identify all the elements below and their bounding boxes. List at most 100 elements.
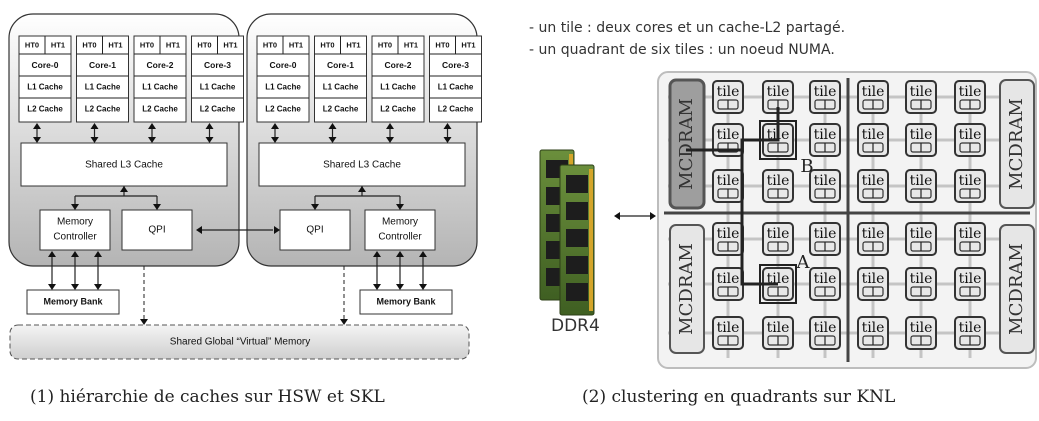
tile: tile bbox=[712, 169, 744, 203]
core-l3-arrow-head-top bbox=[328, 123, 337, 129]
mcdram-box bbox=[669, 224, 705, 354]
request-path bbox=[740, 107, 780, 286]
tile: tile bbox=[954, 316, 986, 350]
tile-label: tile bbox=[910, 127, 933, 143]
tile-label: tile bbox=[910, 320, 933, 336]
thread-label: HT1 bbox=[404, 40, 418, 49]
tile-label: tile bbox=[814, 271, 837, 287]
core-l3-arrow-head-bottom bbox=[271, 137, 279, 143]
tile-box bbox=[905, 316, 937, 350]
mcdram-box bbox=[668, 78, 706, 210]
core-l3-arrow-head-bottom bbox=[205, 137, 214, 143]
tile-label: tile bbox=[767, 84, 790, 100]
tile-box bbox=[809, 222, 841, 256]
tile-box bbox=[809, 267, 841, 301]
memory-channel-arrow-head-top bbox=[48, 251, 56, 257]
tile-box bbox=[857, 222, 889, 256]
tile-box bbox=[762, 169, 794, 203]
l3-bus-head bbox=[153, 204, 161, 210]
memory-bank-box bbox=[359, 289, 453, 315]
qpi-link-head-right bbox=[274, 226, 280, 234]
tile: tile bbox=[809, 123, 841, 157]
l1-cache-label: L1 Cache bbox=[200, 83, 236, 92]
mcdram-label: MCDRAM bbox=[1006, 243, 1027, 335]
tile-label: tile bbox=[814, 173, 837, 189]
thread-label: HT0 bbox=[82, 40, 96, 49]
thread-label: HT0 bbox=[197, 40, 211, 49]
tile-box bbox=[954, 267, 986, 301]
ddr4-chip bbox=[566, 283, 588, 301]
core-label: Core-0 bbox=[270, 60, 297, 70]
tile-label: tile bbox=[814, 226, 837, 242]
tile: tile bbox=[857, 123, 889, 157]
l3-bus-head bbox=[358, 186, 366, 192]
tile-box bbox=[905, 123, 937, 157]
l3-cache-label: Shared L3 Cache bbox=[85, 160, 163, 171]
ddr4-link-head-right bbox=[650, 212, 656, 220]
l2-cache-label: L2 Cache bbox=[438, 105, 474, 114]
tile: tile bbox=[905, 222, 937, 256]
l1-cache-label: L1 Cache bbox=[27, 83, 63, 92]
caption-right: (2) clustering en quadrants sur KNL bbox=[582, 387, 896, 407]
tile-label: tile bbox=[717, 127, 740, 143]
thread-label: HT1 bbox=[223, 40, 237, 49]
tile: tile bbox=[857, 222, 889, 256]
virtual-memory-link-head bbox=[340, 319, 348, 325]
core-label: Core-0 bbox=[32, 60, 59, 70]
core-l3-arrow-head-top bbox=[271, 123, 279, 129]
memory-channel-arrow-head-bottom bbox=[396, 284, 404, 290]
l3-bus-head bbox=[120, 186, 128, 192]
tile: tile bbox=[857, 169, 889, 203]
memory-channel-arrow-head-bottom bbox=[94, 284, 102, 290]
thread-label: HT0 bbox=[378, 40, 392, 49]
thread-label: HT0 bbox=[140, 40, 154, 49]
l1-cache-label: L1 Cache bbox=[265, 83, 301, 92]
core-l3-arrow-head-top bbox=[205, 123, 214, 129]
qpi-label: QPI bbox=[148, 225, 165, 236]
memory-bank-label: Memory Bank bbox=[376, 296, 436, 306]
tile-box bbox=[954, 316, 986, 350]
core-l3-arrow-head-bottom bbox=[328, 137, 337, 143]
core-l3-arrow-head-bottom bbox=[443, 137, 452, 143]
marker-label-b: B bbox=[800, 156, 813, 177]
ddr4-contacts bbox=[589, 169, 593, 311]
ddr4-chip bbox=[566, 202, 588, 220]
tile-box bbox=[857, 316, 889, 350]
core-label: Core-3 bbox=[442, 60, 469, 70]
tile: tile bbox=[954, 123, 986, 157]
core-label: Core-3 bbox=[204, 60, 231, 70]
l3-cache-box bbox=[258, 142, 466, 187]
qpi-box bbox=[121, 209, 193, 251]
tile-box bbox=[712, 80, 744, 114]
tile-box bbox=[857, 123, 889, 157]
l3-bus-head bbox=[311, 204, 319, 210]
tile: tile bbox=[712, 80, 744, 114]
memory-controller-label: Memory bbox=[57, 217, 93, 228]
core-label: Core-1 bbox=[89, 60, 116, 70]
l3-cache-box bbox=[20, 142, 228, 187]
tile: tile bbox=[954, 267, 986, 301]
core-label: Core-1 bbox=[327, 60, 354, 70]
tile: tile bbox=[905, 169, 937, 203]
l1-cache-label: L1 Cache bbox=[323, 83, 359, 92]
tile: tile bbox=[954, 80, 986, 114]
tile-box bbox=[857, 169, 889, 203]
core-l3-arrow-head-top bbox=[90, 123, 99, 129]
tile-box bbox=[954, 123, 986, 157]
tile-box bbox=[857, 267, 889, 301]
tile: tile bbox=[712, 316, 744, 350]
l2-cache-label: L2 Cache bbox=[380, 105, 416, 114]
thread-label: HT0 bbox=[320, 40, 334, 49]
tile-label: tile bbox=[814, 127, 837, 143]
thread-label: HT1 bbox=[108, 40, 122, 49]
core-l3-arrow-head-top bbox=[148, 123, 156, 129]
thread-label: HT1 bbox=[166, 40, 180, 49]
core-label: Core-2 bbox=[147, 60, 174, 70]
tile-box bbox=[762, 222, 794, 256]
